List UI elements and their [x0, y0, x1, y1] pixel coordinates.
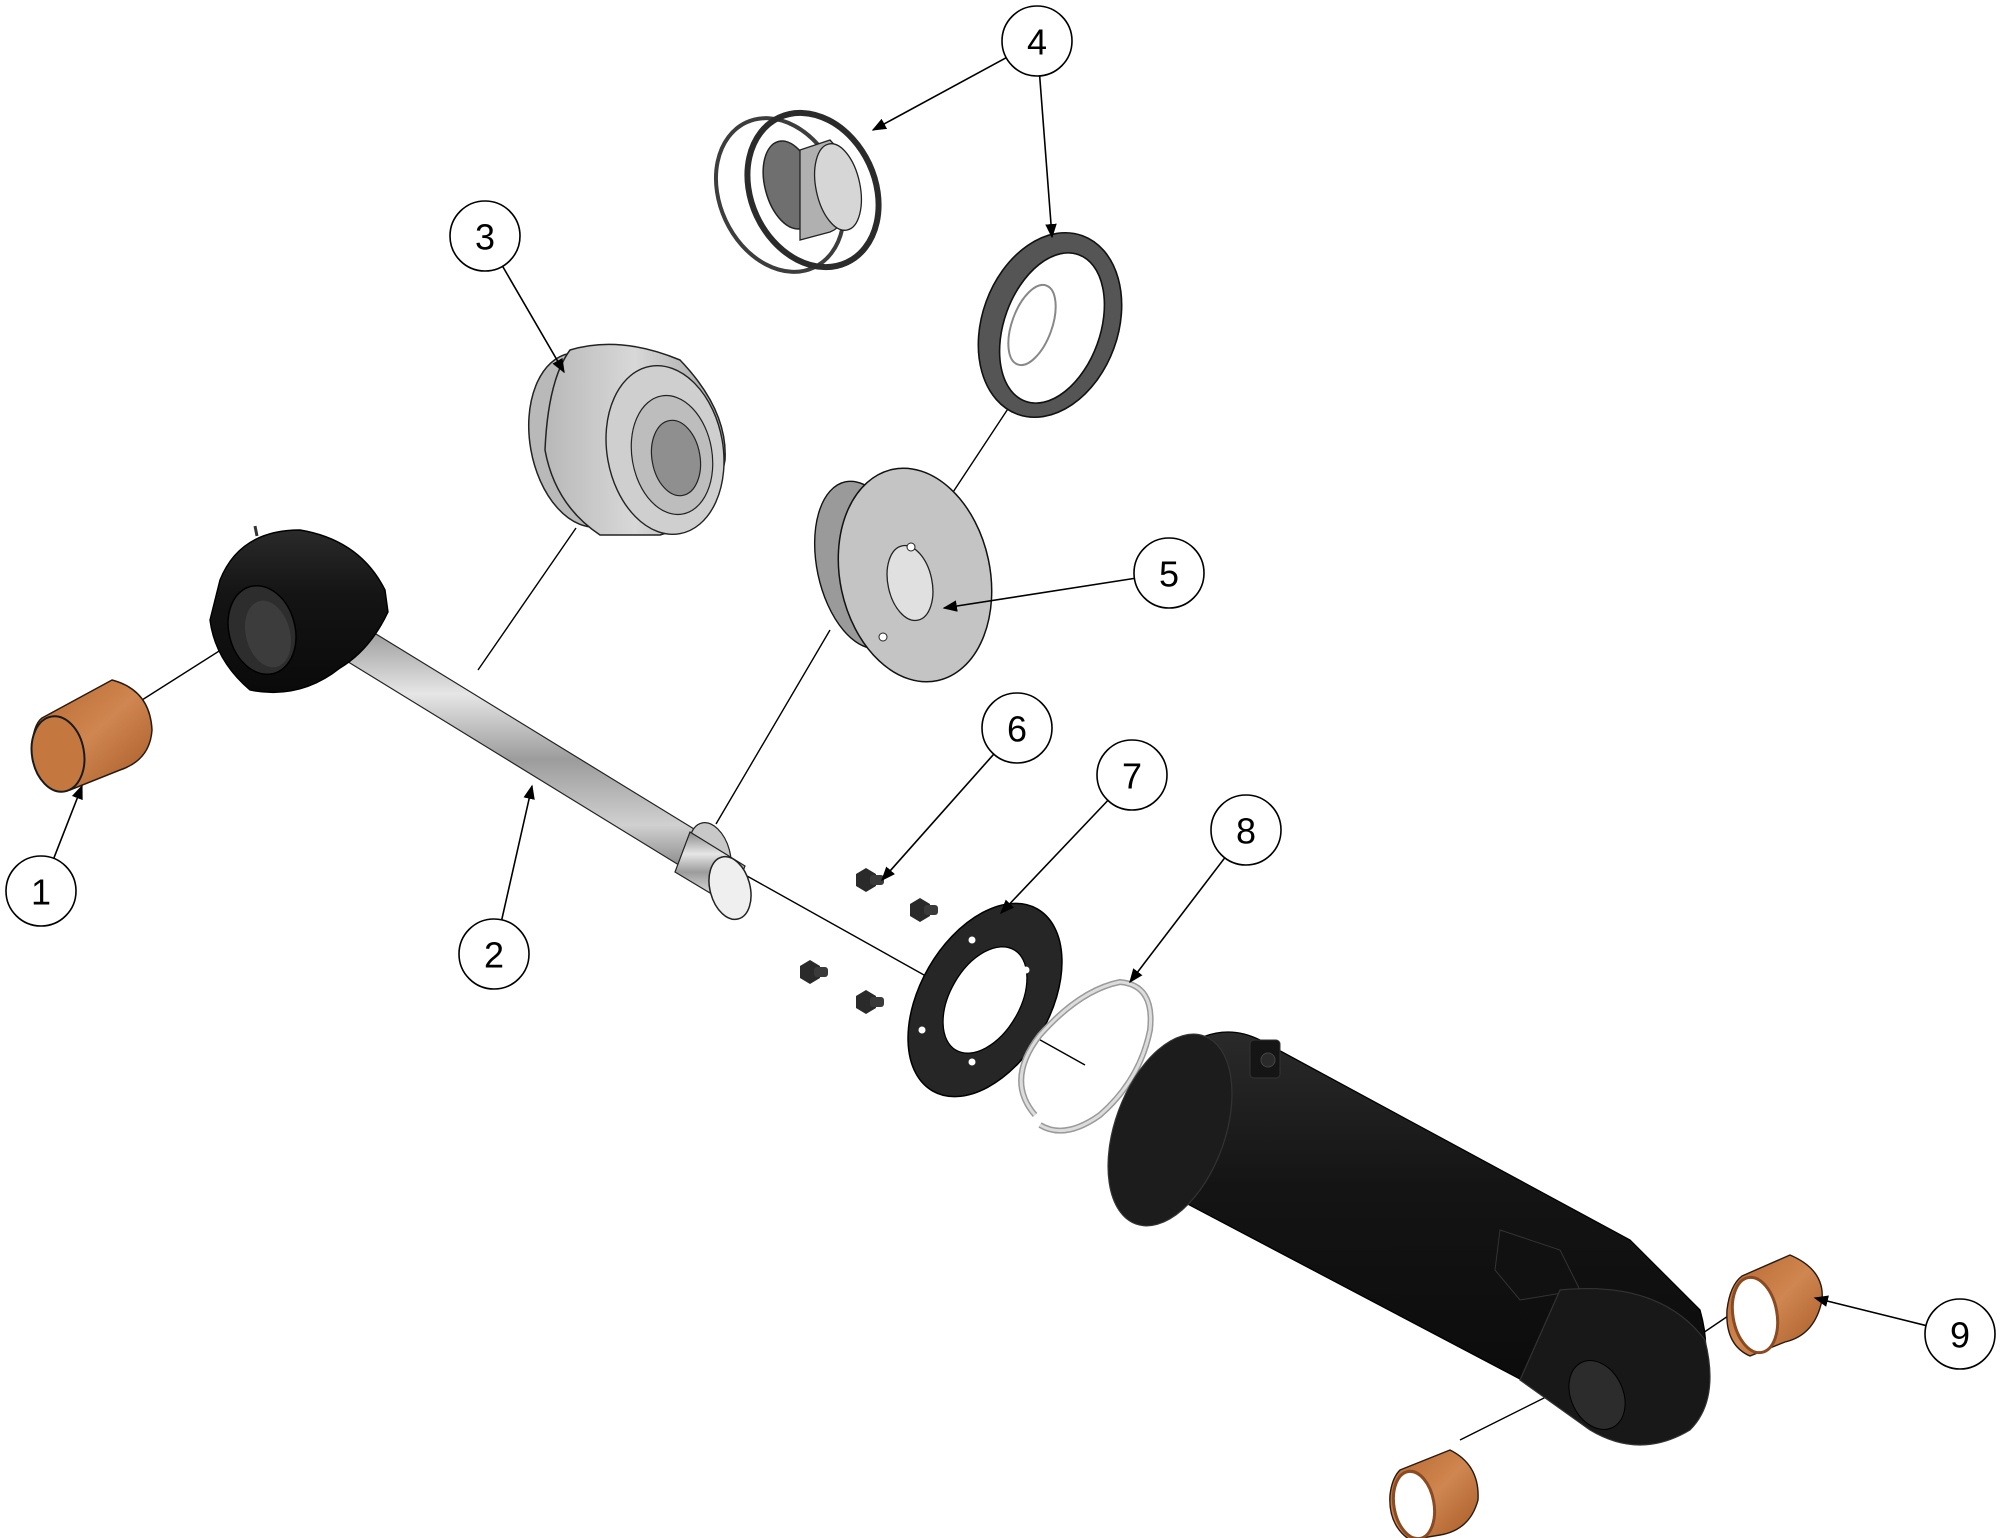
- balloon-circle: [1133, 537, 1205, 609]
- balloon-number: 9: [1950, 1315, 1970, 1356]
- leader-line: [871, 56, 1007, 131]
- retainer-plate-part: [907, 902, 1063, 1098]
- leader-line: [942, 577, 1135, 612]
- balloon-circle: [5, 855, 77, 927]
- balloon-number: 4: [1027, 22, 1047, 63]
- balloon-9: 9: [1813, 1295, 1996, 1370]
- rod-end-bushing-part: [30, 679, 153, 793]
- balloon-circle: [458, 918, 530, 990]
- leader-line: [881, 753, 995, 882]
- snap-ring-part: [1018, 978, 1154, 1134]
- balloon-circle: [1001, 5, 1073, 77]
- cap-screws-part: [800, 868, 938, 1014]
- balloon-circle: [981, 692, 1053, 764]
- balloon-circle: [449, 200, 521, 272]
- leader-line: [1813, 1295, 1927, 1327]
- balloon-circle: [1210, 794, 1282, 866]
- balloon-circle: [1096, 739, 1168, 811]
- cylinder-barrel-part: [1107, 1031, 1711, 1446]
- seal-kit-part: [713, 109, 882, 274]
- balloon-number: 6: [1007, 709, 1027, 750]
- balloon-3: 3: [449, 200, 565, 374]
- piston-rod-part: [209, 525, 752, 921]
- balloon-circle: [1924, 1298, 1996, 1370]
- barrel-bushing-part: [1389, 1254, 1823, 1538]
- leader-line: [1000, 799, 1109, 915]
- gland-part: [527, 343, 726, 536]
- balloon-8: 8: [1129, 794, 1282, 984]
- piston-seal-part: [977, 231, 1123, 419]
- leader-line: [1129, 857, 1226, 984]
- leader-line: [501, 265, 565, 374]
- balloon-number: 8: [1236, 811, 1256, 852]
- leader-line: [52, 784, 83, 859]
- balloon-5: 5: [942, 537, 1205, 612]
- balloon-1: 1: [5, 784, 83, 927]
- balloon-4: 4: [871, 5, 1073, 131]
- balloon-number: 1: [31, 872, 51, 913]
- balloon-6: 6: [881, 692, 1053, 882]
- balloon-number: 7: [1122, 756, 1142, 797]
- balloon-4b: [1038, 75, 1057, 239]
- balloon-number: 3: [475, 217, 495, 258]
- leader-line: [500, 784, 535, 921]
- balloon-callouts: 1 2 3 4 5 6 7 8 9: [5, 5, 1996, 1370]
- piston-part: [813, 467, 993, 683]
- balloon-7: 7: [1000, 739, 1168, 915]
- balloon-number: 2: [484, 935, 504, 976]
- balloon-number: 5: [1159, 554, 1179, 595]
- leader-line: [1038, 75, 1057, 239]
- balloon-2: 2: [458, 784, 535, 990]
